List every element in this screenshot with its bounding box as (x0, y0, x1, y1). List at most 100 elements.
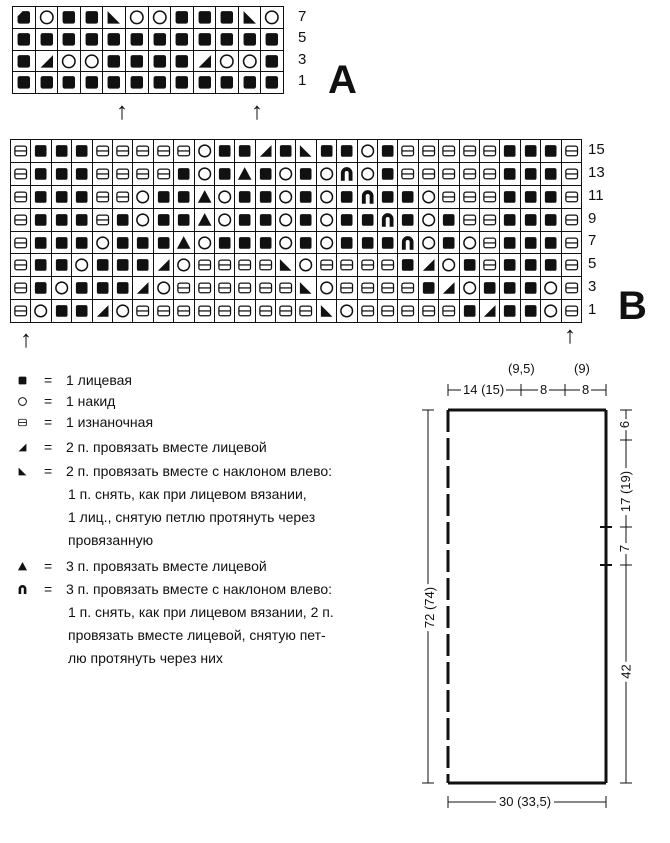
chart-b-cell (276, 162, 296, 185)
chart-a-cell (80, 50, 103, 72)
chart-b-cell (418, 185, 439, 208)
legend-equals: = (44, 414, 53, 430)
chart-b-cell (11, 277, 31, 300)
knit-symbol (265, 54, 279, 68)
purl-symbol (136, 145, 150, 157)
purl-symbol (14, 168, 28, 180)
dim-top-left: 14 (15) (461, 382, 507, 397)
chart-b-cell (398, 231, 418, 254)
yarn-over-symbol (462, 235, 476, 249)
chart-b-cell (500, 231, 520, 254)
purl-symbol (238, 305, 252, 317)
purl-symbol (258, 305, 272, 317)
chart-b-cell (541, 162, 561, 185)
purl-symbol (442, 191, 456, 203)
chart-b-cell (500, 185, 520, 208)
chart-b-cell (194, 140, 214, 162)
chart-a-row-number: 7 (298, 7, 307, 25)
chart-b-cell (174, 231, 194, 254)
chart-a-cell (148, 28, 171, 50)
knit-symbol (198, 32, 211, 46)
yarn-over-symbol (320, 213, 334, 227)
knit-symbol (55, 213, 68, 226)
knit-symbol (545, 236, 557, 249)
chart-b-cell (520, 254, 541, 277)
chart-b-cell (51, 231, 72, 254)
knit-symbol (35, 167, 47, 180)
chart-b-cell (357, 140, 378, 162)
knit-symbol (55, 190, 68, 203)
chart-a-cell (261, 28, 283, 50)
purl-symbol (442, 305, 456, 317)
chart-b-cell (235, 162, 255, 185)
purl-symbol (95, 191, 109, 203)
knit-symbol (341, 236, 353, 249)
k2tog-symbol (483, 305, 496, 317)
knit-symbol (76, 167, 88, 180)
chart-b-cell (316, 185, 337, 208)
knit-symbol (265, 76, 279, 89)
chart-b-cell (133, 300, 153, 322)
chart-a-cell (13, 28, 35, 50)
legend-text: 1 изнаночная (66, 414, 154, 430)
yarn-over-symbol (279, 213, 293, 227)
chart-b-cell (214, 162, 235, 185)
chart-b-cell (439, 277, 459, 300)
k2tog-symbol (422, 259, 435, 272)
chart-b-cell (31, 140, 51, 162)
purl-symbol (14, 145, 28, 157)
chart-a-cell (171, 28, 193, 50)
chart-b-cell (92, 140, 112, 162)
chart-b-cell (276, 208, 296, 231)
knit-symbol (17, 76, 31, 89)
purl-symbol (462, 214, 476, 226)
k2tog-symbol (137, 282, 149, 295)
chart-b-cell (378, 231, 398, 254)
chart-b-cell (296, 254, 316, 277)
knit-symbol (220, 11, 234, 24)
legend-text: 2 п. провязать вместе с наклоном влево: (66, 463, 333, 479)
knit-symbol (17, 32, 31, 46)
knit-symbol (130, 76, 143, 89)
knit-symbol (361, 213, 374, 226)
purl-symbol (483, 191, 497, 203)
purl-symbol (238, 282, 252, 294)
legend-text: 1 лицевая (66, 372, 132, 388)
purl-symbol (381, 259, 395, 271)
chart-b-cell (255, 162, 276, 185)
chart-a-cell (261, 72, 283, 93)
chart-b-cell (480, 300, 500, 322)
yarn-over-symbol (61, 53, 76, 68)
purl-symbol (136, 305, 150, 317)
chart-a-cell (216, 28, 238, 50)
chart-b-cell (276, 231, 296, 254)
knit-symbol (116, 259, 129, 272)
chart-b-cell (214, 231, 235, 254)
purl-symbol (14, 282, 28, 294)
chart-b-cell (174, 185, 194, 208)
chart-b-cell (133, 208, 153, 231)
legend-text: 3 п. провязать вместе лицевой (66, 558, 267, 574)
chart-b-cell (153, 300, 174, 322)
purl-symbol (197, 282, 211, 294)
knit-symbol (259, 236, 272, 249)
legend-equals: = (44, 463, 53, 479)
knit-symbol (381, 167, 394, 180)
knit-symbol (504, 282, 516, 295)
chart-b-cell (541, 277, 561, 300)
purl-symbol (238, 259, 252, 271)
chart-b-cell (520, 140, 541, 162)
chart-b-cell (112, 300, 133, 322)
chart-b-cell (255, 300, 276, 322)
chart-b-cell (276, 185, 296, 208)
chart-b-cell (418, 140, 439, 162)
purl-symbol (381, 282, 395, 294)
chart-b-cell (439, 140, 459, 162)
knit-symbol (524, 213, 537, 226)
yarn-over-symbol (320, 281, 334, 295)
chart-b-cell (378, 208, 398, 231)
chart-b-cell (255, 231, 276, 254)
chart-b-cell (153, 277, 174, 300)
knit-symbol (175, 76, 189, 89)
chart-b-cell (459, 162, 480, 185)
